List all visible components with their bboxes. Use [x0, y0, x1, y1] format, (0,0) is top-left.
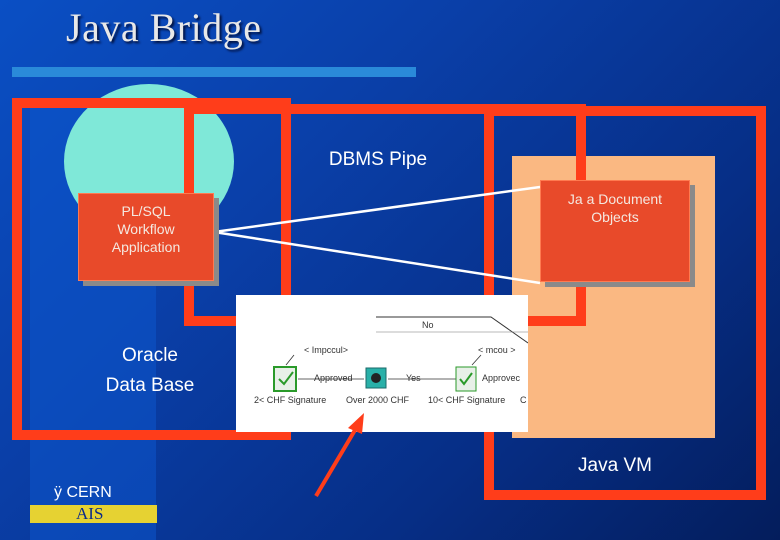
workflow-screenshot: No < Impccul> < mcou > Approved Yes Appr…	[236, 295, 529, 432]
oracle-database-label: Oracle Data Base	[80, 341, 220, 401]
left-arrow-stub	[285, 354, 295, 366]
impccul-left-label: < Impccul>	[304, 345, 348, 355]
java-objects-line-1: Ja a Document	[567, 191, 663, 207]
plsql-line-3: Application	[111, 239, 181, 255]
arrow-head	[348, 413, 364, 434]
plsql-line-2: Workflow	[117, 221, 175, 237]
plsql-workflow-box: PL/SQL Workflow Application	[78, 193, 214, 281]
oracle-line-1: Oracle	[122, 345, 178, 366]
cern-label: CERN	[66, 484, 112, 501]
java-vm-label: Java VM	[578, 455, 652, 476]
java-document-objects-box: Ja a Document Objects	[540, 180, 690, 282]
impccul-right-label: < mcou >	[478, 345, 516, 355]
title-underline-bar	[12, 67, 416, 77]
sig-2k-label: 2< CHF Signature	[254, 395, 326, 405]
plsql-line-1: PL/SQL	[121, 203, 171, 219]
cern-footer: ÿ CERN	[54, 484, 112, 502]
yes-label: Yes	[406, 373, 421, 383]
gear-icon	[371, 373, 381, 383]
arrow-shaft	[314, 423, 360, 498]
approved-left-label: Approved	[314, 373, 353, 383]
oracle-line-2: Data Base	[105, 375, 195, 396]
pipe-line-top	[213, 185, 541, 234]
c-cut-label: C	[520, 395, 527, 405]
right-arrow-stub	[471, 354, 482, 366]
workflow-diagram: No < Impccul> < mcou > Approved Yes Appr…	[254, 316, 529, 405]
no-branch-line	[376, 316, 529, 344]
slide-title: Java Bridge	[66, 5, 262, 50]
pipe-line-bottom	[213, 230, 541, 285]
check-icon-left	[278, 371, 294, 386]
oracle-frame	[12, 98, 291, 440]
java-objects-line-2: Objects	[591, 209, 639, 225]
ais-label: AIS	[30, 505, 157, 523]
dbms-pipe-label: DBMS Pipe	[328, 149, 428, 170]
no-label: No	[422, 320, 434, 330]
over-2000-label: Over 2000 CHF	[346, 395, 410, 405]
sig-10k-label: 10< CHF Signature	[428, 395, 505, 405]
cern-symbol: ÿ	[54, 484, 62, 501]
approved-right-label: Approvec	[482, 373, 521, 383]
check-icon-right	[459, 372, 473, 386]
signature-node-left	[273, 366, 297, 392]
